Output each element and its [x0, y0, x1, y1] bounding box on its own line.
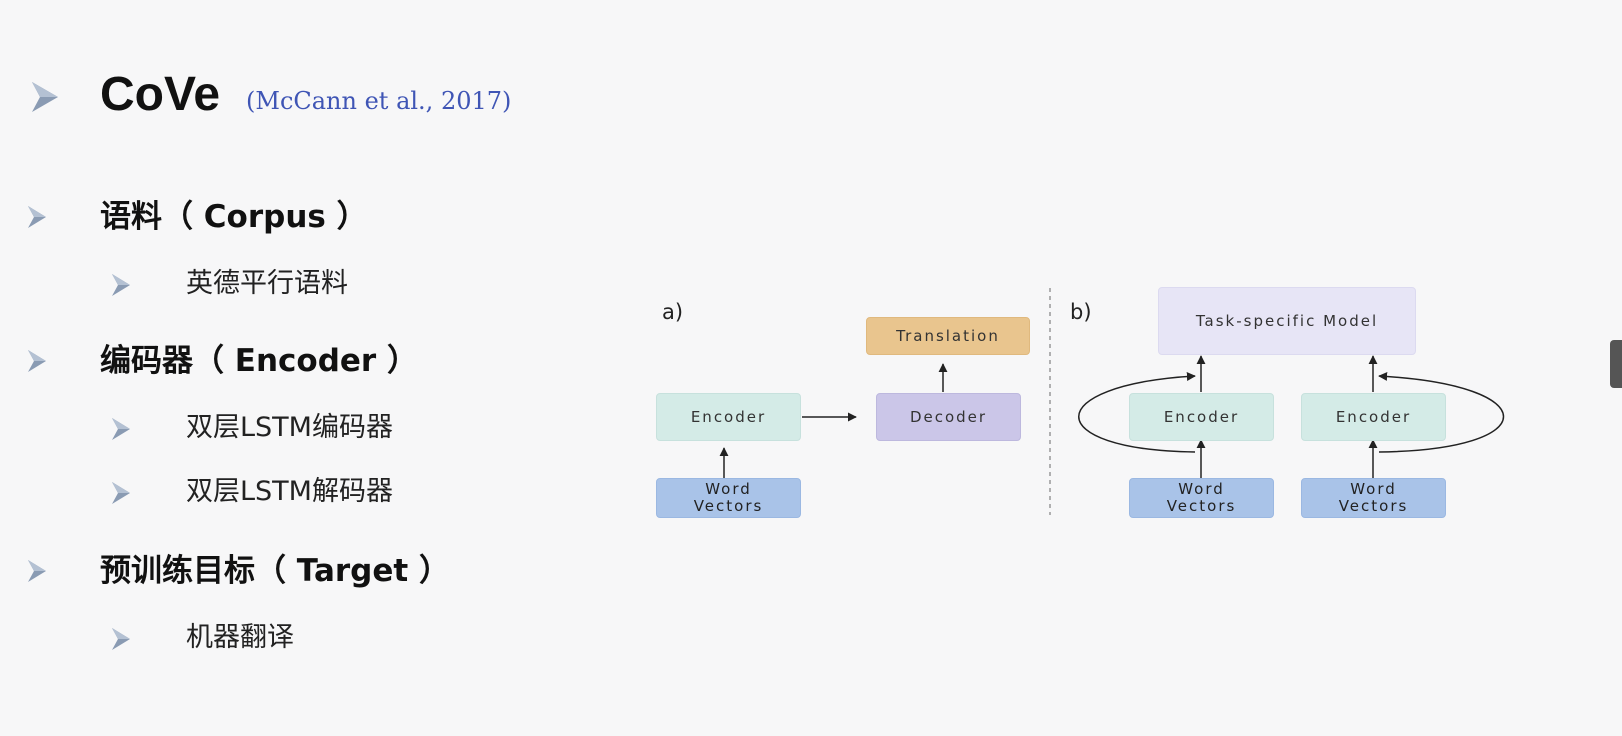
section-target: 预训练目标（ Target ） [100, 553, 450, 589]
section-bullet-icon [26, 204, 48, 230]
word-vectors-label: Word Vectors [1166, 480, 1237, 515]
section-corpus: 语料（ Corpus ） [100, 199, 368, 235]
panel-b-label: b) [1070, 300, 1092, 324]
word-vectors-box-right: Word Vectors [1301, 478, 1446, 518]
skip-arrow-right [1378, 371, 1505, 453]
section-bullet-icon [26, 558, 48, 584]
word-vectors-box-left: Word Vectors [1129, 478, 1274, 518]
encoder-box: Encoder [656, 393, 801, 441]
section-encoder: 编码器（ Encoder ） [100, 343, 419, 379]
item-bullet-icon [110, 480, 132, 506]
translation-box: Translation [866, 317, 1030, 355]
encoder-box-left: Encoder [1129, 393, 1274, 441]
citation: (McCann et al., 2017) [246, 87, 512, 115]
scrollbar-handle[interactable] [1610, 340, 1622, 388]
item-lstm-encoder: 双层LSTM编码器 [186, 412, 393, 443]
item-corpus: 英德平行语料 [186, 268, 348, 299]
word-vectors-label: Word Vectors [1338, 480, 1409, 515]
item-lstm-decoder: 双层LSTM解码器 [186, 476, 393, 507]
word-vectors-label: Word Vectors [693, 480, 764, 515]
section-bullet-icon [26, 348, 48, 374]
item-bullet-icon [110, 272, 132, 298]
item-bullet-icon [110, 416, 132, 442]
skip-arrow-left [1078, 371, 1196, 453]
decoder-box: Decoder [876, 393, 1021, 441]
encoder-box-right: Encoder [1301, 393, 1446, 441]
title-bullet-icon [30, 80, 60, 114]
item-machine-translation: 机器翻译 [186, 622, 294, 653]
word-vectors-box: Word Vectors [656, 478, 801, 518]
panel-a-label: a) [662, 300, 684, 324]
task-specific-model-box: Task-specific Model [1158, 287, 1416, 355]
item-bullet-icon [110, 626, 132, 652]
slide-title: CoVe [100, 68, 221, 121]
